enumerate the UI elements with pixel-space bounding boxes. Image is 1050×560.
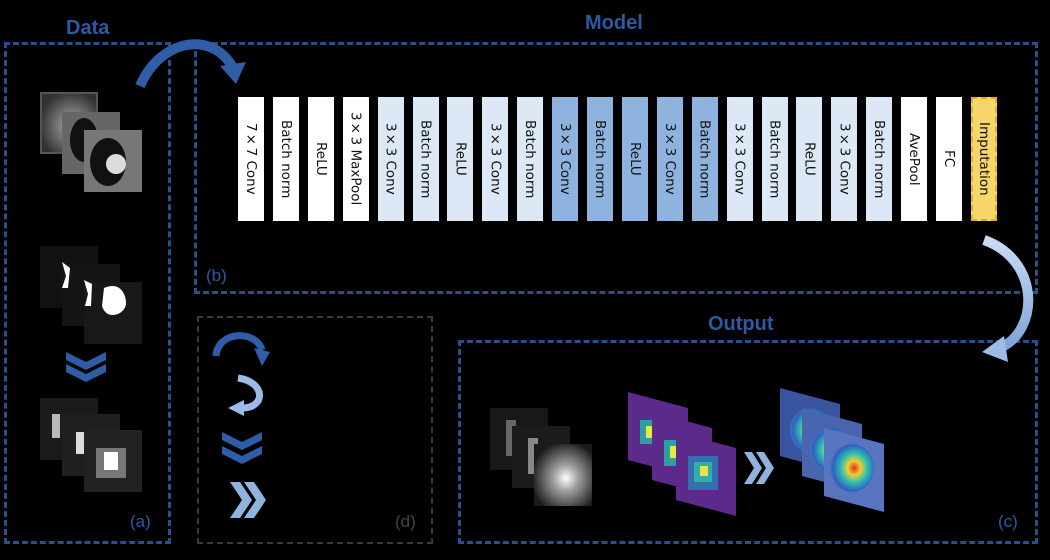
curved-arrow-icon xyxy=(212,332,270,366)
layer-label: 3×3 Conv xyxy=(382,123,399,195)
layer-label: 3×3 Conv xyxy=(836,123,853,195)
layer-label: Batch norm xyxy=(766,119,783,199)
layer-21: FC xyxy=(936,97,962,221)
layer-label: ReLU xyxy=(801,142,818,176)
model-title: Model xyxy=(585,12,643,34)
layer-3: ReLU xyxy=(307,97,334,221)
layer-label: Batch norm xyxy=(522,119,539,199)
return-arrow-icon xyxy=(228,374,263,416)
chevron-down-icon xyxy=(222,432,262,464)
chevron-down-icon xyxy=(66,352,106,382)
layer-10: 3×3 Conv xyxy=(552,97,579,221)
data-panel xyxy=(4,42,171,544)
layer-label: ReLU xyxy=(312,142,329,176)
layer-16: Batch norm xyxy=(761,97,788,221)
layer-7: ReLU xyxy=(447,97,474,221)
output-panel xyxy=(458,340,1038,544)
layer-13: 3×3 Conv xyxy=(656,97,683,221)
layer-label: 3×3 Conv xyxy=(731,123,748,195)
output-title: Output xyxy=(708,313,774,335)
curved-arrow-icon xyxy=(982,235,1034,362)
model-panel xyxy=(194,42,1038,294)
layer-label: AvePool xyxy=(906,132,923,186)
layer-8: 3×3 Conv xyxy=(482,97,509,221)
layer-label: ReLU xyxy=(452,142,469,176)
layer-label: Imputation xyxy=(975,122,992,196)
layer-label: 3×3 MaxPool xyxy=(347,112,364,206)
layer-label: 3×3 Conv xyxy=(557,123,574,195)
layer-20: AvePool xyxy=(901,97,928,221)
layer-17: ReLU xyxy=(796,97,823,221)
ct-image-stack xyxy=(40,92,142,192)
patch-image-stack xyxy=(40,398,142,492)
layer-label: Batch norm xyxy=(592,119,608,199)
layer-label: Batch norm xyxy=(277,119,294,199)
layer-label: 7×7 Conv xyxy=(243,123,259,195)
layer-label: ReLU xyxy=(626,142,643,176)
chevron-right-icon xyxy=(230,482,266,518)
layer-5: 3×3 Conv xyxy=(377,97,404,221)
layer-6: Batch norm xyxy=(412,97,439,221)
panel-label-c: (c) xyxy=(998,512,1018,531)
legend-panel xyxy=(197,316,433,544)
layer-label: FC xyxy=(941,150,957,168)
output-gray-stack xyxy=(490,408,592,506)
panel-label-d: (d) xyxy=(395,512,416,531)
layer-1: 7×7 Conv xyxy=(238,97,264,221)
layer-14: Batch norm xyxy=(691,97,718,221)
layer-18: 3×3 Conv xyxy=(831,97,858,221)
layer-19: Batch norm xyxy=(866,97,893,221)
panel-label-a: (a) xyxy=(130,512,151,531)
layer-label: 3×3 Conv xyxy=(661,123,678,195)
layer-label: 3×3 Conv xyxy=(487,123,504,195)
chevron-right-icon xyxy=(744,452,774,484)
layer-9: Batch norm xyxy=(517,97,544,221)
mask-image-stack xyxy=(40,246,142,344)
layer-2: Batch norm xyxy=(272,97,299,221)
layer-4: 3×3 MaxPool xyxy=(342,97,369,221)
output-overlay-stack xyxy=(780,388,884,512)
layer-12: ReLU xyxy=(621,97,648,221)
data-title: Data xyxy=(66,17,110,39)
output-heatmap-stack xyxy=(628,392,736,516)
panel-label-b: (b) xyxy=(206,266,227,285)
layer-label: Batch norm xyxy=(696,119,713,199)
layer-22: Imputation xyxy=(970,97,997,221)
layer-label: Batch norm xyxy=(871,119,888,199)
layer-15: 3×3 Conv xyxy=(726,97,753,221)
layer-label: Batch norm xyxy=(417,119,434,199)
layer-11: Batch norm xyxy=(587,97,613,221)
curved-arrow-icon xyxy=(135,39,246,89)
